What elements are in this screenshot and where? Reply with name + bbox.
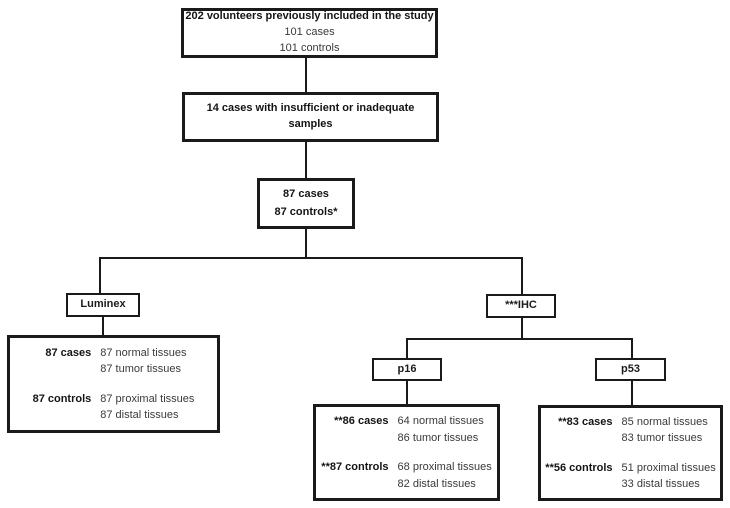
luminex-cases-tissue-1: 87 normal tissues: [100, 346, 187, 359]
connector-eligible-down: [305, 228, 307, 259]
p16-cases-tissue-2: 86 tumor tissues: [397, 431, 479, 444]
luminex-controls-tissue-2: 87 distal tissues: [100, 409, 179, 421]
luminex-controls-tissue-1: 87 proximal tissues: [100, 392, 195, 405]
p16-controls-label: **87 controls: [321, 461, 389, 473]
ihc-branch-box: ***IHC: [486, 294, 556, 318]
ihc-label: ***IHC: [505, 299, 537, 312]
luminex-detail-content: 87 cases 87 normal tissues 87 tumor tiss…: [10, 338, 217, 430]
p53-label: p53: [621, 362, 640, 375]
luminex-cases-label: 87 cases: [45, 346, 92, 359]
connector-ihc-branch-horizontal: [406, 338, 633, 340]
connector-p16-to-detail: [406, 380, 408, 405]
volunteers-box: 202 volunteers previously included in th…: [181, 8, 438, 58]
p16-branch-box: p16: [372, 358, 442, 381]
connector-branch-horizontal: [99, 257, 523, 259]
luminex-label: Luminex: [80, 298, 126, 311]
eligible-box: 87 cases 87 controls*: [257, 178, 355, 229]
p53-controls-tissue-1: 51 proximal tissues: [621, 461, 716, 474]
connector-to-ihc: [521, 257, 523, 295]
p16-detail-content: **86 cases 64 normal tissues 86 tumor ti…: [316, 407, 497, 498]
volunteers-cases: 101 cases: [284, 26, 335, 39]
connector-to-luminex: [99, 257, 101, 294]
p16-cases-tissue-1: 64 normal tissues: [397, 415, 484, 427]
p53-cases-tissues: 85 normal tissues 83 tumor tissues: [622, 414, 716, 447]
luminex-detail-box: 87 cases 87 normal tissues 87 tumor tiss…: [7, 335, 220, 433]
p53-branch-box: p53: [595, 358, 666, 381]
p16-controls-tissue-2: 82 distal tissues: [397, 477, 476, 490]
luminex-branch-box: Luminex: [66, 293, 140, 317]
excluded-line-2: samples: [288, 118, 333, 130]
p16-cases-tissues: 64 normal tissues 86 tumor tissues: [398, 413, 492, 446]
p53-cases-tissue-2: 83 tumor tissues: [621, 432, 703, 444]
p16-label: p16: [397, 362, 417, 375]
p53-cases-label: **83 cases: [558, 415, 613, 428]
excluded-box: 14 cases with insufficient or inadequate…: [182, 92, 439, 142]
p53-controls-label: **56 controls: [545, 461, 613, 474]
connector-to-p16: [406, 338, 408, 359]
luminex-controls-label: 87 controls: [32, 392, 92, 405]
p16-controls-tissue-1: 68 proximal tissues: [397, 461, 492, 473]
luminex-cases-tissues: 87 normal tissues 87 tumor tissues: [100, 345, 194, 378]
p16-cases-label: **86 cases: [334, 415, 389, 427]
connector-volunteers-to-excluded: [305, 57, 307, 93]
connector-excluded-to-eligible: [305, 141, 307, 179]
volunteers-title: 202 volunteers previously included in th…: [185, 10, 434, 23]
volunteers-controls: 101 controls: [279, 41, 340, 54]
p53-controls-tissues: 51 proximal tissues 33 distal tissues: [622, 460, 716, 493]
eligible-cases: 87 cases: [283, 187, 329, 200]
luminex-controls-tissues: 87 proximal tissues 87 distal tissues: [100, 391, 194, 424]
p16-detail-box: **86 cases 64 normal tissues 86 tumor ti…: [313, 404, 500, 501]
connector-luminex-to-detail: [102, 316, 104, 336]
p16-controls-tissues: 68 proximal tissues 82 distal tissues: [398, 459, 492, 492]
p53-cases-tissue-1: 85 normal tissues: [621, 415, 708, 428]
eligible-controls: 87 controls*: [274, 205, 338, 218]
connector-ihc-down: [521, 317, 523, 340]
connector-to-p53: [631, 338, 633, 359]
p53-detail-box: **83 cases 85 normal tissues 83 tumor ti…: [538, 405, 723, 501]
luminex-cases-tissue-2: 87 tumor tissues: [100, 363, 181, 375]
p53-detail-content: **83 cases 85 normal tissues 83 tumor ti…: [541, 408, 720, 498]
excluded-line-1: 14 cases with insufficient or inadequate: [206, 102, 415, 115]
connector-p53-to-detail: [631, 380, 633, 406]
p53-controls-tissue-2: 33 distal tissues: [621, 478, 700, 490]
